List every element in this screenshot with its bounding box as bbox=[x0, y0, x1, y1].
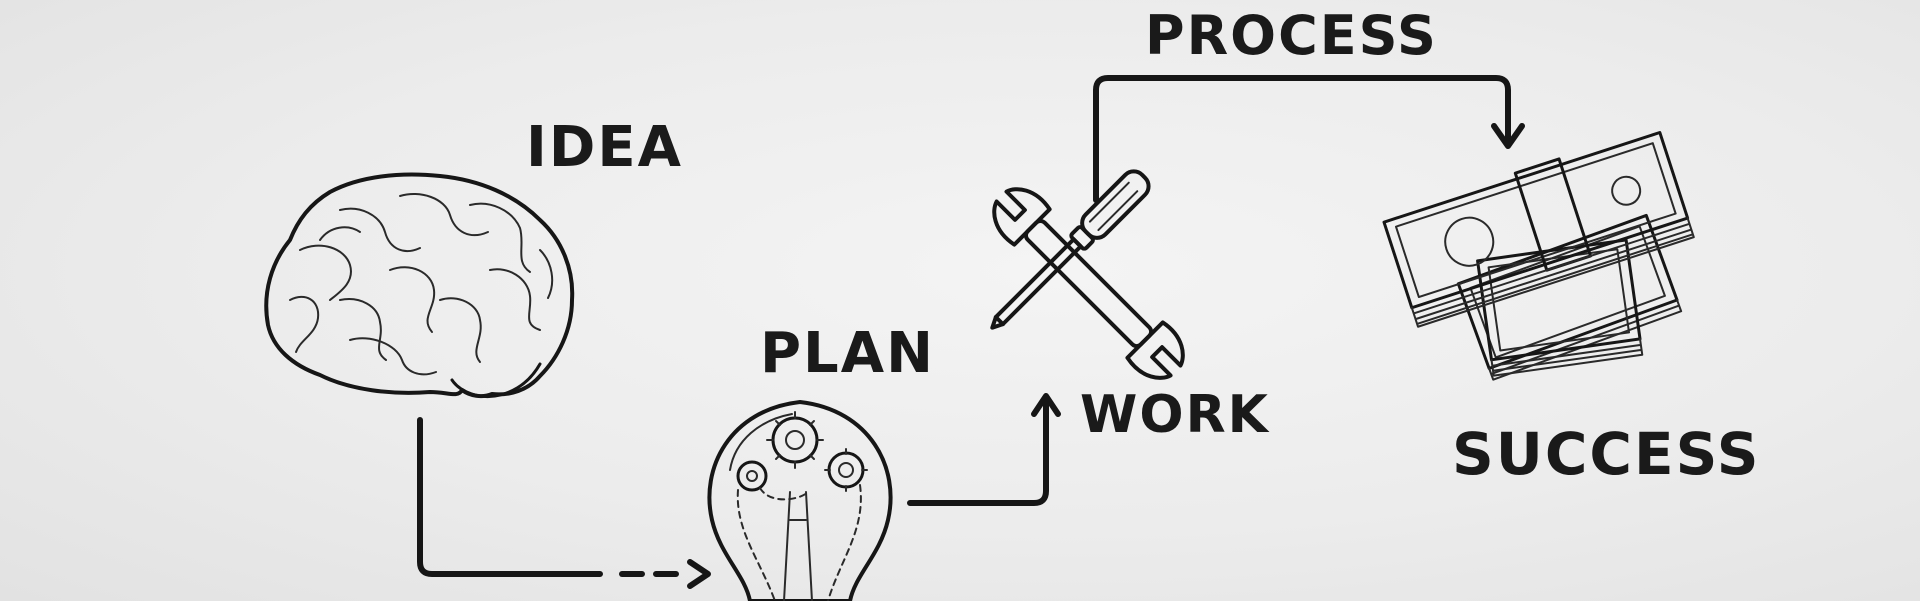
label-plan: PLAN bbox=[760, 321, 935, 386]
connector-plan-to-work bbox=[907, 393, 1061, 506]
label-success: SUCCESS bbox=[1452, 420, 1761, 488]
label-idea: IDEA bbox=[526, 115, 683, 180]
label-work: WORK bbox=[1080, 385, 1270, 445]
connector-idea-to-plan bbox=[417, 417, 711, 589]
lightbulb-gears-icon bbox=[707, 400, 893, 601]
brain-icon bbox=[264, 172, 575, 399]
money-stacks-icon bbox=[1382, 131, 1695, 381]
wrench-screwdriver-icon bbox=[990, 169, 1185, 380]
connector-process bbox=[1093, 75, 1525, 203]
label-process: PROCESS bbox=[1145, 4, 1438, 67]
